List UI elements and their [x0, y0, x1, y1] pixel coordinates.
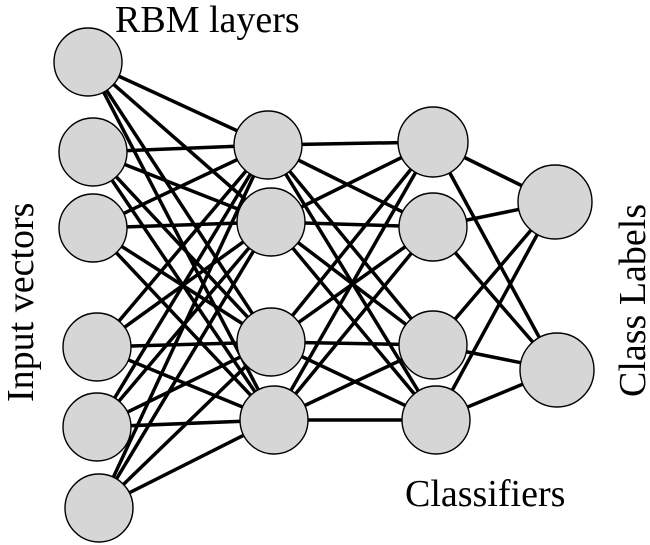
edge-l3-n1-to-n2 — [431, 140, 559, 372]
classifiers-label: Classifiers — [405, 473, 565, 515]
input-node-1 — [53, 27, 123, 97]
input-node-4 — [62, 312, 132, 382]
edge-l1-n6-to-n3 — [97, 340, 273, 510]
edge-l1-n1-to-n2 — [86, 60, 273, 224]
rbm-1-node-2 — [236, 187, 306, 257]
edge-l2-n4-to-n1 — [272, 140, 435, 422]
network-nodes — [53, 27, 595, 543]
rbm-2-node-2 — [398, 192, 468, 262]
edge-l3-n4-to-n1 — [434, 200, 557, 422]
connection-edges — [86, 60, 559, 510]
input-node-2 — [58, 117, 128, 187]
rbm-1-node-3 — [236, 307, 306, 377]
edge-l1-n6-to-n2 — [97, 220, 273, 510]
rbm-1-node-1 — [233, 110, 303, 180]
input-vectors-label: Input vectors — [0, 203, 42, 402]
edge-l2-n3-to-n1 — [269, 140, 435, 344]
edge-l1-n1-to-n3 — [86, 60, 273, 344]
output-node-1 — [517, 164, 593, 240]
edge-l1-n4-to-n1 — [95, 143, 270, 349]
rbm-1-node-4 — [239, 385, 309, 455]
edge-l2-n4-to-n2 — [272, 225, 435, 422]
edge-l1-n6-to-n1 — [97, 143, 270, 510]
input-node-6 — [64, 473, 134, 543]
edge-l1-n5-to-n1 — [95, 143, 270, 429]
rbm-2-node-3 — [398, 310, 468, 380]
input-node-3 — [58, 193, 128, 263]
input-node-5 — [62, 392, 132, 462]
output-node-2 — [519, 332, 595, 408]
rbm-2-node-4 — [401, 385, 471, 455]
rbm-2-node-1 — [397, 106, 469, 178]
rbm-layers-label: RBM layers — [115, 0, 300, 41]
class-labels-label: Class Labels — [612, 204, 650, 397]
